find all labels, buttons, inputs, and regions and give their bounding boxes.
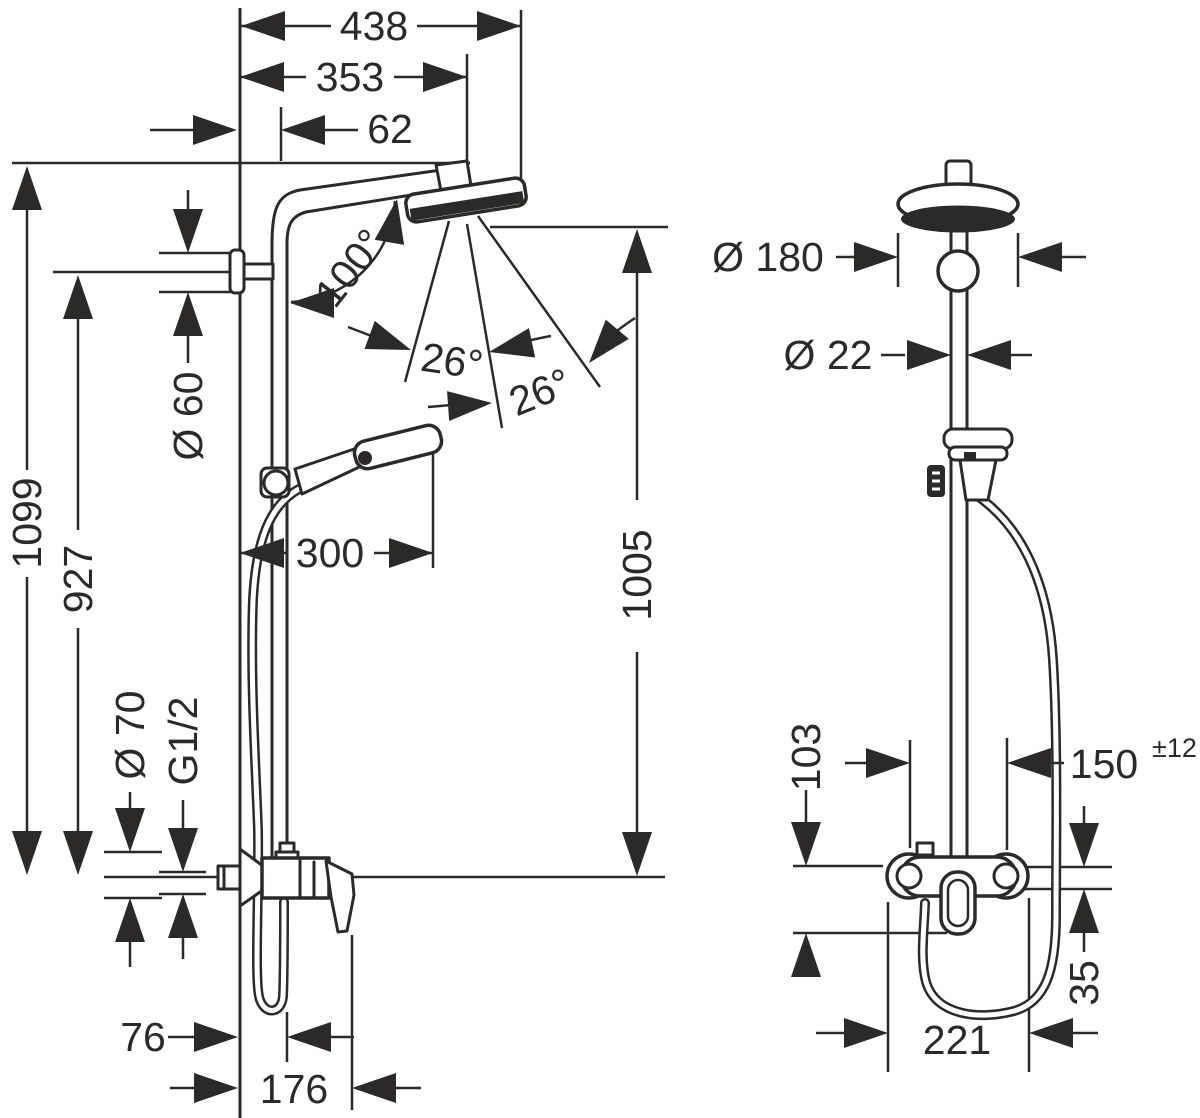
dim-103-label: 103 <box>783 723 829 791</box>
overhead-shower-side <box>404 176 528 224</box>
arm-stub-front <box>944 159 973 188</box>
front-view: Ø 180 Ø 22 103 150 ±12 <box>712 159 1197 1072</box>
holder-pivot <box>262 469 290 497</box>
dim-438: 438 <box>241 3 521 49</box>
dim-dia-60: Ø 60 <box>165 190 211 460</box>
dim-dia-70-label: Ø 70 <box>107 691 153 780</box>
angle-26-inner-annotation: 26° <box>347 320 552 388</box>
shower-arm-inner-edge <box>285 190 432 246</box>
mixer-handle-side <box>324 859 356 934</box>
dim-g12: G1/2 <box>160 697 206 959</box>
wall-bracket-side <box>228 248 275 295</box>
angle-spray-inner-label: 26° <box>418 334 486 388</box>
dim-300-label: 300 <box>296 530 364 576</box>
dim-35-label: 35 <box>1061 960 1107 1006</box>
mixer-valve-side <box>216 841 356 934</box>
dim-221-label: 221 <box>923 1017 991 1063</box>
dim-62-label: 62 <box>367 106 413 152</box>
dim-62: 62 <box>150 106 413 152</box>
hand-shower-grip-front <box>958 458 998 502</box>
dim-176: 176 <box>170 1066 421 1112</box>
dim-1099-label: 1099 <box>4 477 50 568</box>
hand-shower-side <box>259 423 444 499</box>
dim-103: 103 <box>783 723 829 977</box>
front-extension-lines <box>793 233 1112 1072</box>
dim-dia-70: Ø 70 <box>107 691 153 967</box>
dim-1005-label: 1005 <box>614 529 660 620</box>
dim-35: 35 <box>1061 806 1107 1006</box>
dim-221: 221 <box>816 1017 1098 1063</box>
dim-176-label: 176 <box>260 1066 328 1112</box>
dim-927-label: 927 <box>55 545 101 613</box>
dim-76: 76 <box>120 1014 354 1060</box>
dim-1005: 1005 <box>614 229 660 876</box>
dim-150: 150 ±12 <box>845 733 1197 787</box>
hand-shower-knob <box>358 451 372 465</box>
dim-353: 353 <box>240 54 467 100</box>
dim-dia-180: Ø 180 <box>712 234 1086 280</box>
angle-spray-outer-label: 26° <box>503 359 578 425</box>
dim-300: 300 <box>240 530 433 576</box>
overhead-head-face <box>901 205 1015 233</box>
side-view: 100° 26° 26° 438 353 <box>4 3 668 1118</box>
shower-arm-outer-edge <box>270 168 443 246</box>
wall-bracket-front <box>936 249 980 293</box>
dim-927: 927 <box>55 275 101 875</box>
dim-g12-label: G1/2 <box>160 697 206 786</box>
hand-shower-front <box>927 427 1014 502</box>
overhead-head-sprayface <box>409 191 525 221</box>
side-extension-lines <box>12 8 668 1118</box>
dim-dia-22-label: Ø 22 <box>784 332 873 378</box>
dim-150-tolerance-label: ±12 <box>1152 733 1197 763</box>
dim-dia-22: Ø 22 <box>784 332 1032 378</box>
spray-lines <box>403 215 602 429</box>
overhead-shower-front <box>896 159 1020 293</box>
dim-150-label: 150 <box>1070 741 1138 787</box>
dim-438-label: 438 <box>340 3 408 49</box>
mixer-body-side <box>260 856 331 900</box>
riser-pipe-front <box>949 231 969 857</box>
angle-100-annotation: 100° <box>290 196 412 318</box>
dim-dia-60-label: Ø 60 <box>165 372 211 461</box>
dim-76-label: 76 <box>120 1014 166 1060</box>
mixer-valve-front <box>885 841 1030 936</box>
hose-side <box>247 484 304 1016</box>
hose-front <box>917 490 1062 1021</box>
dim-1099: 1099 <box>4 166 50 875</box>
dim-dia-180-label: Ø 180 <box>712 234 824 280</box>
dim-353-label: 353 <box>316 54 384 100</box>
supply-stub <box>216 864 242 891</box>
hand-shower-head <box>352 423 444 471</box>
